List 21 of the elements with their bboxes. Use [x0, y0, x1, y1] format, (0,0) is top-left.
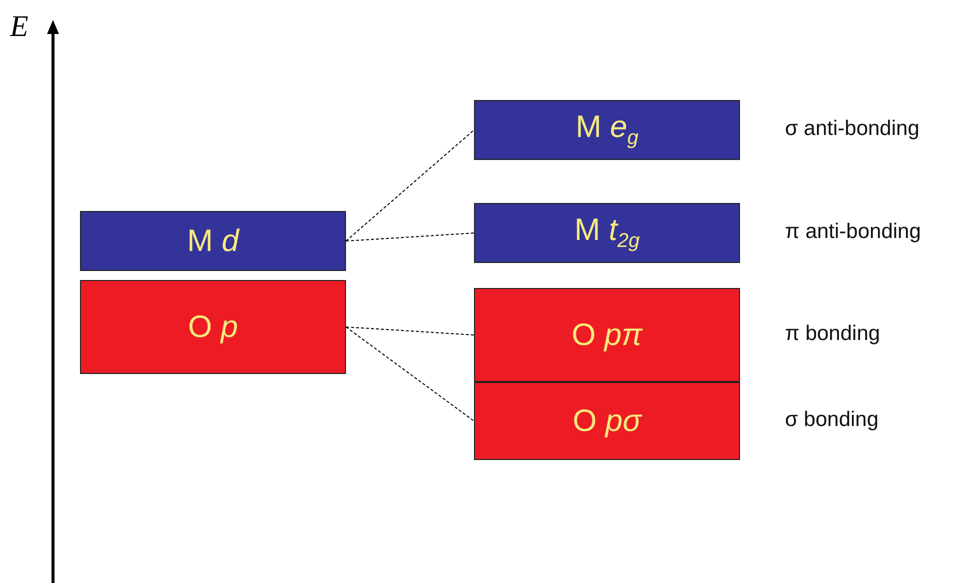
orbital-type-label: σ bonding: [785, 408, 879, 432]
correlation-line: [346, 130, 474, 242]
orbital-type-label: π anti-bonding: [785, 220, 921, 244]
energy-level-box: [474, 382, 740, 460]
level-label: M t$_{2g}$: [574, 212, 640, 254]
energy-level-box: [474, 288, 740, 382]
energy-level-box: [80, 280, 346, 374]
axis-label: E: [10, 10, 28, 44]
correlation-line: [346, 232, 474, 242]
energy-level-box: [80, 211, 346, 271]
correlation-line: [346, 326, 474, 422]
correlation-line: [346, 326, 474, 336]
level-label: M d: [187, 223, 239, 259]
level-label: M e$_{g}$: [576, 109, 638, 151]
level-label: O pσ: [572, 403, 642, 439]
energy-level-box: [474, 100, 740, 160]
level-label: O p: [188, 309, 238, 345]
energy-level-box: [474, 203, 740, 263]
orbital-type-label: σ anti-bonding: [785, 117, 920, 141]
level-label: O pπ: [572, 317, 642, 353]
orbital-type-label: π bonding: [785, 322, 880, 346]
